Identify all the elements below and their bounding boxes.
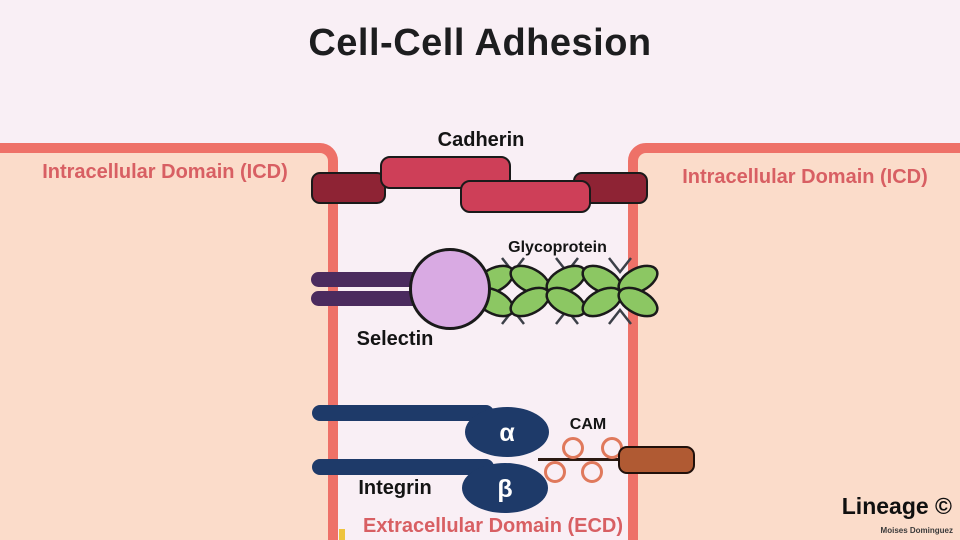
right-icd-label: Intracellular Domain (ICD) (682, 166, 928, 188)
highlight-sliver (339, 529, 345, 540)
cadherin-ecd-segment-right (460, 180, 591, 213)
cam-membrane-anchor (618, 446, 695, 474)
selectin-lectin-head (409, 248, 491, 330)
left-icd-label: Intracellular Domain (ICD) (42, 161, 288, 183)
cam-sugar-circle (562, 437, 584, 459)
integrin-beta-letter: β (497, 475, 512, 503)
selectin-label: Selectin (356, 328, 434, 350)
lineage-brand: Lineage © (841, 493, 952, 519)
cadherin-label: Cadherin (437, 129, 525, 151)
author-credit: Moises Dominguez (880, 526, 953, 535)
right-cell-membrane (628, 143, 960, 540)
cam-sugar-circle (544, 461, 566, 483)
glycoprotein-ovals (473, 264, 659, 318)
integrin-alpha-letter: α (499, 419, 515, 447)
left-cell-membrane (0, 143, 338, 540)
cadherin-left-icd-segment (311, 172, 386, 204)
cam-sugar-circle (581, 461, 603, 483)
cam-stalk-line (538, 458, 620, 461)
glycoprotein-label: Glycoprotein (508, 239, 607, 256)
integrin-molecule: α β (312, 405, 549, 513)
cam-label: CAM (569, 416, 607, 433)
integrin-subunits (312, 405, 549, 513)
integrin-label: Integrin (358, 477, 432, 499)
ecd-label: Extracellular Domain (ECD) (362, 515, 624, 537)
glycoprotein-chain (473, 257, 659, 325)
page-title: Cell-Cell Adhesion (308, 22, 652, 64)
